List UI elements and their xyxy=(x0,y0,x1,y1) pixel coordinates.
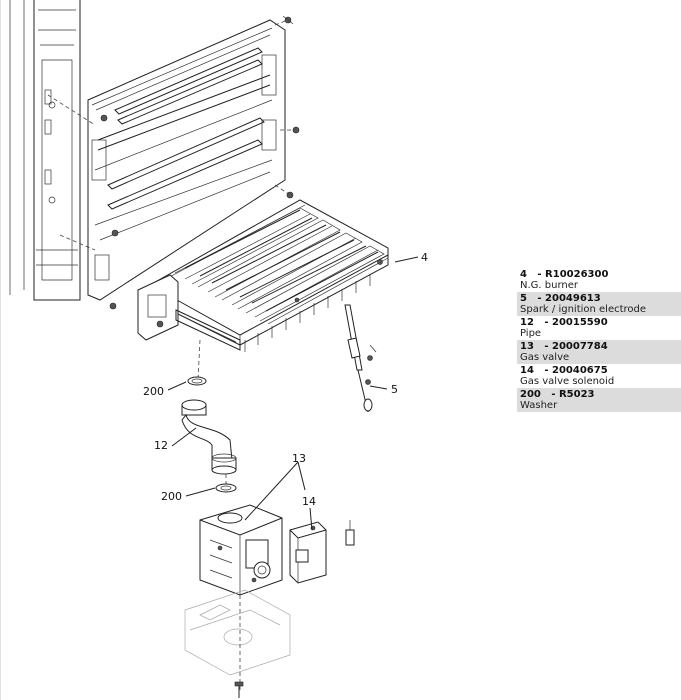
bottom-screw xyxy=(234,681,244,698)
burner-assembly xyxy=(137,199,389,352)
panel-screw xyxy=(109,302,117,310)
washer-top xyxy=(187,339,207,386)
part-row-pipe: 12 - 20015590 Pipe xyxy=(517,316,681,340)
panel-screw xyxy=(111,229,119,237)
part-description: Pipe xyxy=(520,328,542,339)
part-description: Gas valve xyxy=(520,352,570,363)
mounting-bracket xyxy=(184,589,291,698)
part-row-washer: 200 - R5023 Washer xyxy=(517,388,681,412)
part-row-gas-valve: 13 - 20007784 Gas valve xyxy=(517,340,681,364)
parts-list: 4 - R10026300 N.G. burner 5 - 20049613 S… xyxy=(517,268,681,412)
part-description: Spark / ignition electrode xyxy=(520,304,647,315)
panel-screw xyxy=(286,191,294,199)
part-code: 200 - R5023 xyxy=(520,389,595,400)
gas-valve-solenoid xyxy=(289,520,355,584)
part-code: 4 - R10026300 xyxy=(520,269,609,280)
part-code: 5 - 20049613 xyxy=(520,293,601,304)
washer-bottom xyxy=(215,474,237,493)
part-code: 14 - 20040675 xyxy=(520,365,608,376)
gas-valve xyxy=(199,504,283,596)
callout-washer-bottom: 200 xyxy=(161,490,182,503)
gas-pipe xyxy=(181,399,237,475)
part-description: Washer xyxy=(520,400,558,411)
ignition-electrode xyxy=(344,304,377,413)
panel-screw xyxy=(282,15,294,25)
boiler-side-frame xyxy=(0,0,96,700)
combustion-chamber-panel xyxy=(87,15,300,310)
callout-burner: 4 xyxy=(421,251,428,264)
part-code: 12 - 20015590 xyxy=(520,317,608,328)
part-description: Gas valve solenoid xyxy=(520,376,615,387)
part-code: 13 - 20007784 xyxy=(520,341,608,352)
leader-lines xyxy=(167,256,419,531)
part-row-electrode: 5 - 20049613 Spark / ignition electrode xyxy=(517,292,681,316)
callout-washer-top: 200 xyxy=(143,385,164,398)
burner-screw xyxy=(156,320,164,328)
callout-electrode: 5 xyxy=(391,383,398,396)
callout-pipe: 12 xyxy=(154,439,168,452)
part-row-solenoid: 14 - 20040675 Gas valve solenoid xyxy=(517,364,681,388)
part-description: N.G. burner xyxy=(520,280,578,291)
callout-gas-valve: 13 xyxy=(292,452,306,465)
part-row-burner: 4 - R10026300 N.G. burner xyxy=(517,268,681,292)
panel-screw xyxy=(100,114,108,122)
callout-solenoid: 14 xyxy=(302,495,316,508)
